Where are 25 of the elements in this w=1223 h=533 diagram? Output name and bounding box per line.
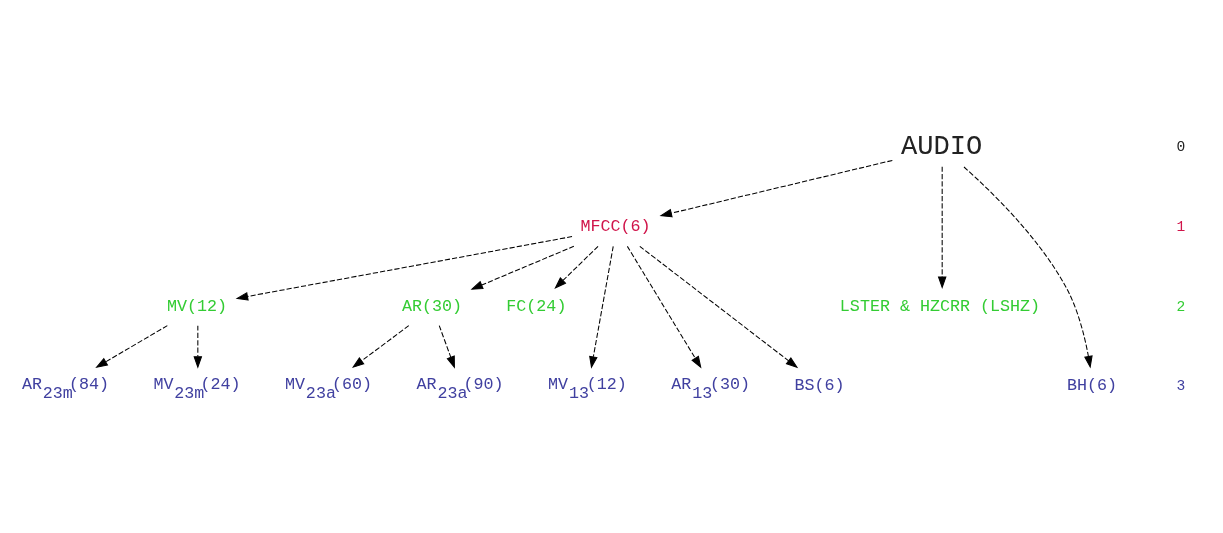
node-text: MFCC(6) [580,217,651,237]
arrow [659,159,893,218]
label: 0 [1176,139,1186,156]
arrow [626,245,702,369]
arrow [963,166,1093,369]
arrow [235,236,573,301]
arrow [95,325,168,368]
node-text: BH(6) [1066,376,1117,395]
node-text: AR(30) [401,296,463,316]
node-text: LSTER & HZCRR (LSHZ) [839,296,1041,316]
node-text: MV(12) [167,296,228,316]
arrow [589,245,614,369]
node-text: FC(24) [506,296,567,316]
arrow [639,245,799,369]
arrow [351,325,410,369]
arrow [554,245,599,289]
arrow [438,325,455,369]
label: 3 [1176,377,1186,394]
arrow [470,245,575,290]
label: 1 [1176,219,1186,236]
node-text: AUDIO [900,131,983,163]
label: 2 [1176,298,1186,315]
arrow [937,166,947,289]
node-text: BS(6) [794,376,845,395]
arrow [193,325,203,369]
